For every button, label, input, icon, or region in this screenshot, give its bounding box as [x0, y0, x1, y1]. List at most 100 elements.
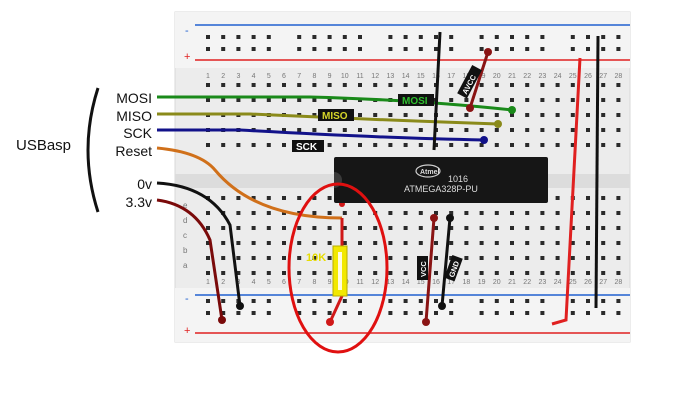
hole[interactable]	[342, 241, 347, 245]
hole[interactable]	[479, 47, 484, 51]
hole[interactable]	[479, 35, 484, 39]
hole[interactable]	[327, 311, 332, 315]
hole[interactable]	[327, 128, 332, 132]
hole[interactable]	[312, 256, 317, 260]
hole[interactable]	[342, 311, 347, 315]
hole[interactable]	[236, 47, 241, 51]
hole[interactable]	[418, 226, 423, 230]
hole[interactable]	[206, 299, 210, 303]
hole[interactable]	[266, 226, 271, 230]
hole[interactable]	[312, 211, 317, 215]
hole[interactable]	[418, 113, 423, 117]
hole[interactable]	[525, 98, 530, 102]
hole[interactable]	[342, 128, 347, 132]
hole[interactable]	[251, 35, 256, 39]
hole[interactable]	[358, 143, 362, 147]
hole[interactable]	[297, 226, 302, 230]
hole[interactable]	[297, 271, 302, 275]
hole[interactable]	[601, 35, 606, 39]
hole[interactable]	[464, 211, 469, 215]
hole[interactable]	[236, 211, 241, 215]
hole[interactable]	[434, 211, 438, 215]
hole[interactable]	[525, 35, 530, 39]
hole[interactable]	[388, 256, 393, 260]
hole[interactable]	[601, 143, 606, 147]
hole[interactable]	[616, 128, 621, 132]
hole[interactable]	[449, 83, 454, 87]
hole[interactable]	[312, 299, 317, 303]
hole[interactable]	[206, 226, 210, 230]
hole[interactable]	[358, 241, 362, 245]
hole[interactable]	[434, 311, 438, 315]
hole[interactable]	[388, 47, 393, 51]
hole[interactable]	[464, 113, 469, 117]
hole[interactable]	[266, 83, 271, 87]
hole[interactable]	[555, 196, 560, 200]
hole[interactable]	[221, 256, 226, 260]
hole[interactable]	[449, 211, 454, 215]
hole[interactable]	[464, 128, 469, 132]
hole[interactable]	[525, 311, 530, 315]
hole[interactable]	[434, 299, 438, 303]
hole[interactable]	[555, 128, 560, 132]
hole[interactable]	[494, 143, 499, 147]
hole[interactable]	[388, 143, 393, 147]
hole[interactable]	[479, 226, 484, 230]
hole[interactable]	[373, 271, 378, 275]
hole[interactable]	[297, 299, 302, 303]
hole[interactable]	[570, 226, 575, 230]
hole[interactable]	[297, 311, 302, 315]
hole[interactable]	[494, 113, 499, 117]
hole[interactable]	[616, 83, 621, 87]
hole[interactable]	[570, 241, 575, 245]
hole[interactable]	[540, 299, 545, 303]
hole[interactable]	[510, 211, 514, 215]
hole[interactable]	[510, 143, 514, 147]
hole[interactable]	[403, 83, 408, 87]
hole[interactable]	[525, 143, 530, 147]
hole[interactable]	[403, 211, 408, 215]
hole[interactable]	[236, 83, 241, 87]
hole[interactable]	[251, 311, 256, 315]
hole[interactable]	[327, 226, 332, 230]
hole[interactable]	[221, 35, 226, 39]
hole[interactable]	[494, 47, 499, 51]
hole[interactable]	[479, 143, 484, 147]
hole[interactable]	[327, 211, 332, 215]
hole[interactable]	[403, 128, 408, 132]
hole[interactable]	[342, 98, 347, 102]
hole[interactable]	[388, 211, 393, 215]
hole[interactable]	[342, 35, 347, 39]
hole[interactable]	[251, 271, 256, 275]
hole[interactable]	[236, 226, 241, 230]
hole[interactable]	[388, 311, 393, 315]
hole[interactable]	[525, 241, 530, 245]
hole[interactable]	[601, 241, 606, 245]
hole[interactable]	[282, 83, 286, 87]
hole[interactable]	[494, 311, 499, 315]
hole[interactable]	[312, 113, 317, 117]
hole[interactable]	[403, 241, 408, 245]
hole[interactable]	[418, 299, 423, 303]
hole[interactable]	[540, 241, 545, 245]
hole[interactable]	[525, 271, 530, 275]
hole[interactable]	[494, 256, 499, 260]
hole[interactable]	[449, 47, 454, 51]
hole[interactable]	[282, 98, 286, 102]
hole[interactable]	[282, 241, 286, 245]
hole[interactable]	[251, 83, 256, 87]
hole[interactable]	[616, 271, 621, 275]
hole[interactable]	[434, 47, 438, 51]
hole[interactable]	[266, 143, 271, 147]
hole[interactable]	[221, 47, 226, 51]
hole[interactable]	[616, 196, 621, 200]
hole[interactable]	[221, 241, 226, 245]
hole[interactable]	[586, 196, 590, 200]
hole[interactable]	[555, 113, 560, 117]
hole[interactable]	[525, 128, 530, 132]
hole[interactable]	[616, 241, 621, 245]
hole[interactable]	[616, 311, 621, 315]
hole[interactable]	[525, 83, 530, 87]
hole[interactable]	[540, 83, 545, 87]
hole[interactable]	[206, 143, 210, 147]
